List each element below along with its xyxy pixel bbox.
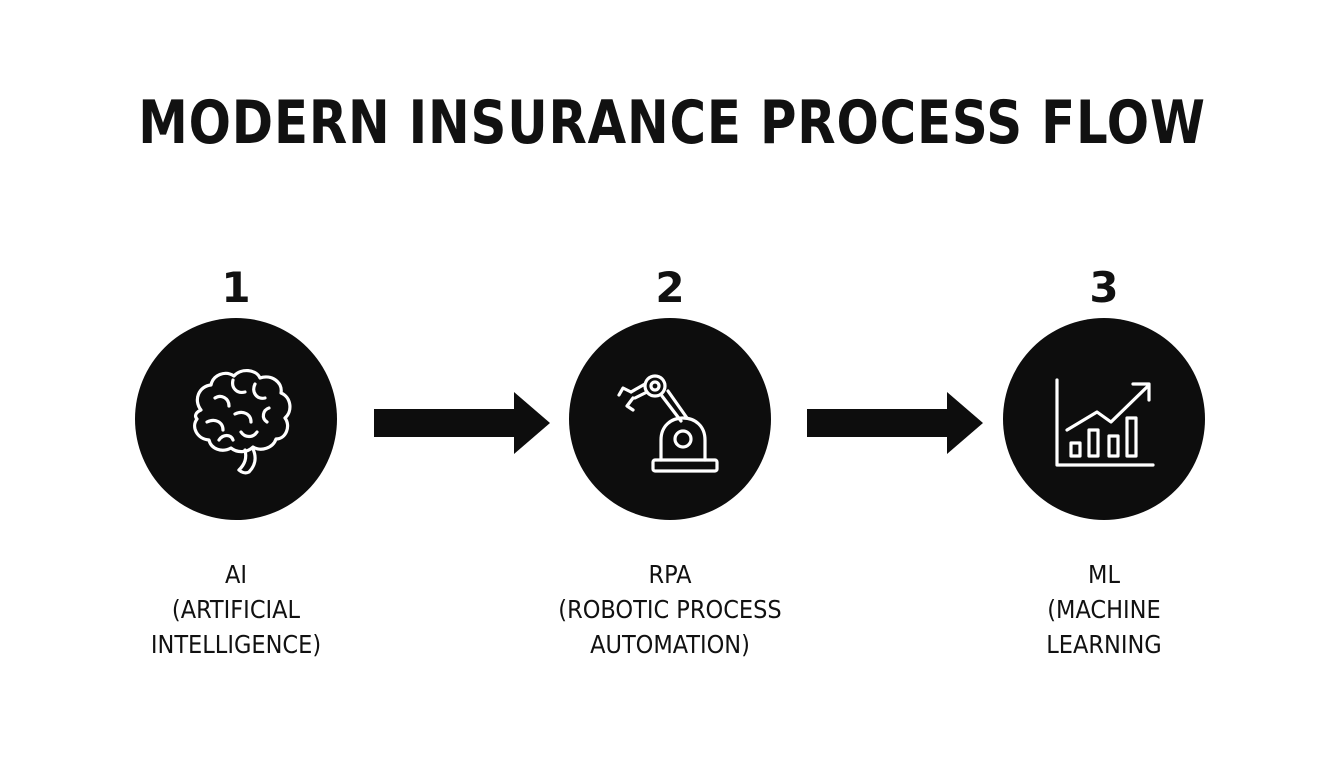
page-title: MODERN INSURANCE PROCESS FLOW <box>138 88 1206 158</box>
step-3-label-line-3: LEARNING <box>1046 630 1162 659</box>
step-3-label: ML (MACHINE LEARNING <box>944 557 1264 662</box>
step-1-circle <box>135 318 337 520</box>
step-2-label: RPA (ROBOTIC PROCESS AUTOMATION) <box>510 557 830 662</box>
step-3-label-line-1: ML <box>1088 560 1120 589</box>
arrow-right-icon <box>807 392 983 454</box>
step-2-label-line-3: AUTOMATION) <box>590 630 750 659</box>
step-3-label-line-2: (MACHINE <box>1047 595 1161 624</box>
step-1-label: AI (ARTIFICIAL INTELLIGENCE) <box>76 557 396 662</box>
step-3-circle <box>1003 318 1205 520</box>
step-2-label-line-1: RPA <box>648 560 692 589</box>
robotic-arm-icon <box>617 374 719 473</box>
growth-chart-icon <box>1055 378 1155 467</box>
step-1-number: 1 <box>221 263 251 312</box>
brain-icon <box>193 369 292 475</box>
step-2-circle <box>569 318 771 520</box>
step-1-label-line-1: AI <box>224 560 247 589</box>
step-2-label-line-2: (ROBOTIC PROCESS <box>558 595 782 624</box>
step-2-number: 2 <box>655 263 685 312</box>
arrow-right-icon <box>374 392 550 454</box>
step-1-label-line-3: INTELLIGENCE) <box>150 630 322 659</box>
step-1-label-line-2: (ARTIFICIAL <box>171 595 301 624</box>
step-3-number: 3 <box>1089 263 1119 312</box>
